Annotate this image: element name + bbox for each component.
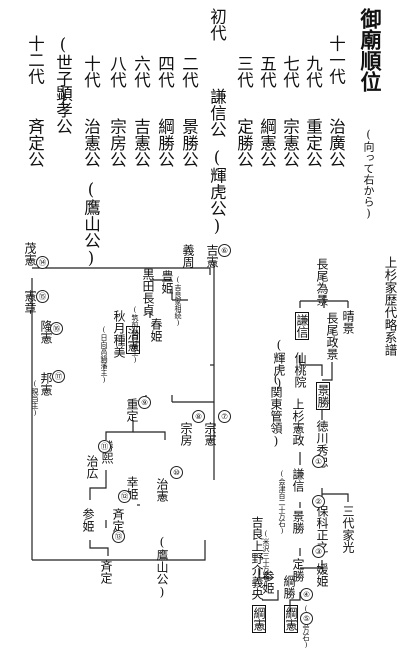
note-genshu: (現当主) <box>31 380 39 417</box>
circled-6: ⑥ <box>218 244 231 257</box>
order-name-8: 吉憲公 <box>131 118 151 168</box>
person-sanhime-2: 参姫 <box>81 508 95 532</box>
order-generation-2: 七代 <box>280 55 300 88</box>
order-name-3: 綱憲公 <box>257 118 277 168</box>
person-shigenori-14: 茂憲 <box>23 242 37 266</box>
person-kagekatsu-boxed: 景勝 <box>316 382 330 410</box>
order-name-11: 顕孝公 <box>53 85 73 135</box>
circled-14: ⑭ <box>36 256 49 269</box>
note-yonezawa: (米沢三十万石) <box>262 530 270 588</box>
circled-4: ④ <box>300 588 313 601</box>
person-munenori-7: 宗憲 <box>203 422 217 446</box>
order-generation-10: 十代 <box>81 55 101 88</box>
order-name-10: 治憲公 <box>81 118 101 168</box>
person-narisada-b: 斉定 <box>111 508 125 532</box>
order-generation-9: 八代 <box>107 55 127 88</box>
person-kenshin-1: 謙信 <box>291 468 305 492</box>
order-generation-11: (世子) <box>53 35 73 106</box>
person-nagao-tamekage: 長尾為景 <box>315 258 329 306</box>
person-noriaki-15: 憲章 <box>23 290 37 314</box>
person-hoshina-masayuki: 保科正之 <box>315 505 329 553</box>
person-sanhime: 参姫 <box>261 570 275 594</box>
person-narisada-13: 斉定 <box>99 560 113 584</box>
person-harunori-boxed: 治憲 <box>126 326 140 354</box>
title-note: (向って右から) <box>362 128 375 220</box>
person-kagekatsu-2: 景勝 <box>291 510 305 534</box>
person-munefusa-8: 宗房 <box>179 422 193 446</box>
person-kuninori-17: 邦憲 <box>39 372 53 396</box>
note-juugo: (十五万石) <box>302 605 310 649</box>
person-kuroda-nagaoki: 黒田長貞 <box>141 268 155 316</box>
person-sentoin-label: 仙桃院 <box>293 352 307 388</box>
note-chikuzen: (筑前秋月藩主) <box>131 306 139 364</box>
person-toyohime: 豊姫 <box>160 270 174 294</box>
circled-5: ⑤ <box>300 612 313 625</box>
order-generation-4: 三代 <box>234 55 254 88</box>
person-akizuki-tanemi: 秋月種美 <box>112 310 126 358</box>
circled-13: ⑬ <box>112 530 125 543</box>
order-generation-0: 十一代 <box>326 35 346 85</box>
person-takanori-16: 隆憲 <box>39 320 53 344</box>
order-name-0: 治廣公 <box>326 118 346 168</box>
circled-10: ⑩ <box>170 466 183 479</box>
person-harunori-10: 治憲 <box>155 478 169 502</box>
order-name-4: 定勝公 <box>234 118 254 168</box>
order-name-6: 景勝公 <box>179 118 199 168</box>
circled-2: ② <box>312 495 325 508</box>
circled-8: ⑧ <box>192 410 205 423</box>
order-name-5: 謙信公 <box>207 88 227 138</box>
tree-title: 上杉家歴代略系譜 <box>382 256 398 356</box>
order-generation-1: 九代 <box>303 55 323 88</box>
person-tsunakatsu-4: 綱勝 <box>282 575 296 599</box>
circled-11: ⑪ <box>98 440 111 453</box>
order-generation-8: 六代 <box>131 55 151 88</box>
person-nagao-masakage: 長尾政景 <box>325 312 339 360</box>
circled-16: ⑯ <box>50 322 63 335</box>
person-tsunanori-2: 綱憲 <box>252 605 266 633</box>
order-generation-12: 十二代 <box>25 35 45 85</box>
person-kenshin-boxed: 謙信 <box>295 312 309 340</box>
page-title: 御廟順位 <box>358 8 383 92</box>
note-kira-heir: (吉良家相続) <box>174 276 182 327</box>
order-name-12: 斉定公 <box>25 118 45 168</box>
note-aizu: (会津百二十万石) <box>278 470 286 535</box>
person-yoshinori-6: 吉憲 <box>205 244 219 268</box>
person-uesugi-norimasa: 上杉憲政 <box>291 398 305 446</box>
person-shigesada-9: 重定 <box>125 398 139 422</box>
person-sadakatsu-3: 定勝 <box>291 558 305 582</box>
order-generation-6: 二代 <box>179 55 199 88</box>
person-iemitsu: 三代家光 <box>341 505 355 553</box>
order-name-9: 宗房公 <box>107 118 127 168</box>
person-kira-yoshinaka: 吉良上野介義央 <box>250 516 264 600</box>
note-youzan: (鷹山公) <box>155 535 169 599</box>
circled-17: ⑰ <box>52 370 65 383</box>
person-yoshimichi: 義周 <box>181 244 195 268</box>
circled-15: ⑮ <box>36 290 49 303</box>
circled-12: ⑫ <box>118 490 131 503</box>
person-terutora: (輝虎) <box>272 338 286 390</box>
order-alias-5: (輝虎公) <box>207 148 227 236</box>
order-generation-5: 初代 <box>207 8 227 41</box>
order-generation-7: 四代 <box>155 55 175 88</box>
order-generation-3: 五代 <box>257 55 277 88</box>
order-name-1: 重定公 <box>303 118 323 168</box>
note-kanto-kanrei: (関東管領) <box>269 372 283 448</box>
order-name-2: 宗憲公 <box>280 118 300 168</box>
person-harunori-11: 治広 <box>85 455 99 479</box>
person-baihime: 媛姫 <box>315 563 329 587</box>
circled-1: ① <box>312 455 325 468</box>
person-tsunanori-boxed: 綱憲 <box>284 605 298 633</box>
circled-7: ⑦ <box>218 410 231 423</box>
order-name-7: 綱勝公 <box>155 118 175 168</box>
person-haruhime: 春姫 <box>149 318 163 342</box>
note-hyuga: (日向高鍋藩主) <box>100 326 108 384</box>
person-harukage: 晴景 <box>341 310 355 334</box>
order-alias-10: (鷹山公) <box>81 180 101 268</box>
circled-9: ⑨ <box>138 396 151 409</box>
circled-3: ③ <box>312 545 325 558</box>
